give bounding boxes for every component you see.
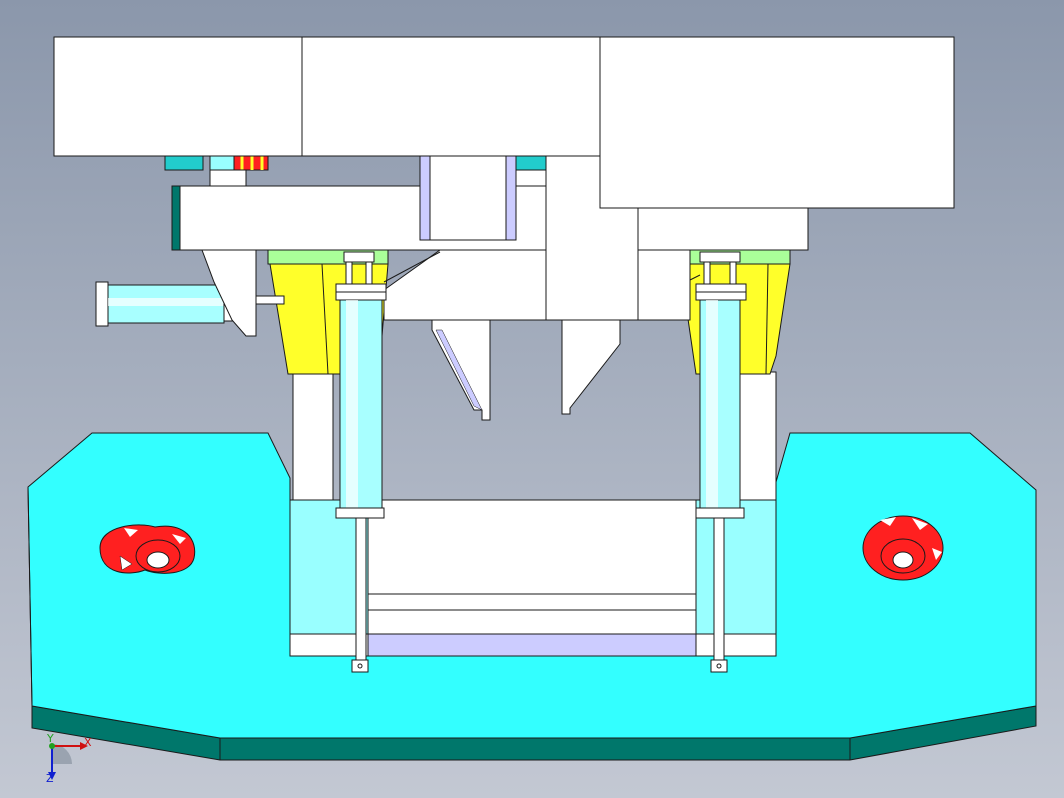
y-axis-label: Y (46, 732, 54, 745)
right-guide-block (695, 499, 777, 635)
base-plate[interactable] (27, 432, 1037, 761)
top-box-middle[interactable] (301, 36, 601, 157)
center-top-pad (515, 155, 547, 171)
x-axis-label: X (84, 736, 92, 749)
left-top-pad (164, 155, 204, 171)
left-finger[interactable] (431, 319, 491, 421)
left-guide-block (289, 499, 369, 635)
right-vertical-cylinder[interactable] (695, 251, 747, 673)
side-pneumatic-cylinder[interactable] (95, 249, 285, 337)
left-post (292, 371, 334, 501)
right-finger[interactable] (561, 319, 621, 415)
top-box-right[interactable] (599, 36, 955, 209)
left-locator-pin[interactable] (99, 524, 196, 574)
z-axis-label: Z (46, 772, 54, 785)
coordinate-triad[interactable]: X Y Z (46, 732, 92, 785)
right-locator-pin[interactable] (862, 515, 944, 581)
right-post (737, 371, 777, 501)
top-box-left[interactable] (53, 36, 303, 157)
center-frame[interactable] (289, 499, 777, 657)
left-vertical-cylinder[interactable] (335, 251, 387, 673)
base-plate-top-face (27, 432, 1037, 739)
